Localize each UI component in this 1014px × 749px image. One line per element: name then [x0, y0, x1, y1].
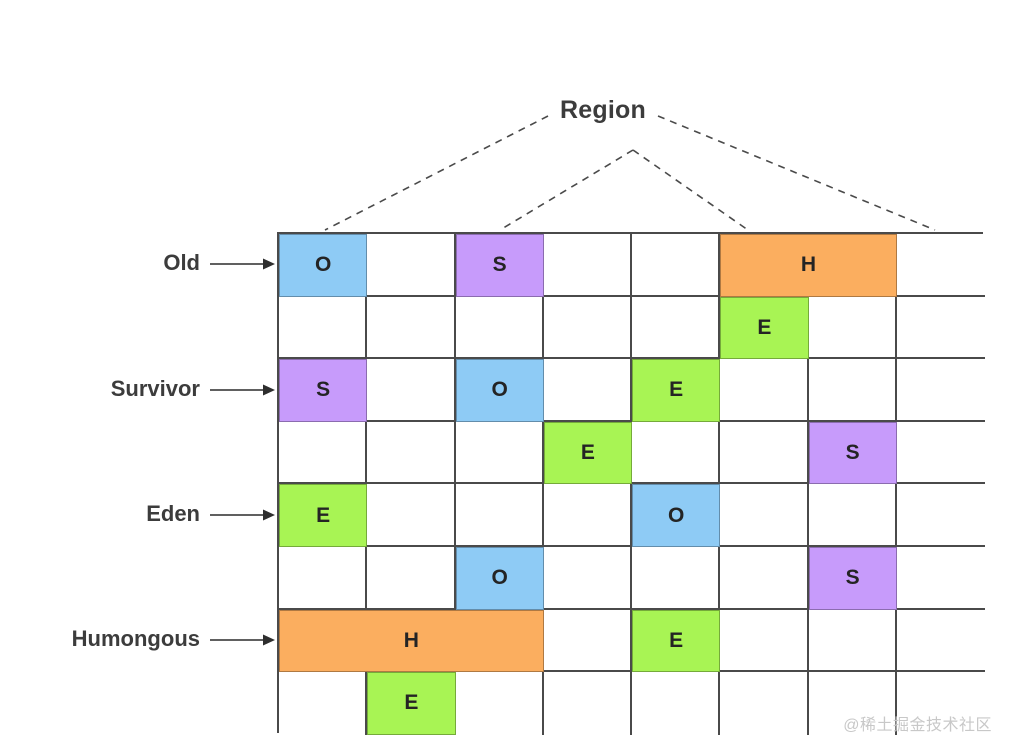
grid-cell: [896, 609, 985, 673]
row-arrow-survivor: [210, 383, 275, 395]
grid-cell: [896, 547, 985, 610]
region-block-eden: E: [720, 296, 809, 360]
grid-cell: [808, 609, 897, 673]
region-block-old: O: [632, 484, 721, 547]
region-title: Region: [560, 96, 646, 124]
grid-cell: [896, 672, 985, 735]
grid-cell: [455, 672, 544, 735]
region-block-survivor: S: [808, 421, 897, 485]
grid-cell: [455, 484, 544, 547]
region-block-survivor: S: [808, 547, 897, 610]
region-block-eden: E: [279, 484, 368, 547]
grid-cell: [896, 484, 985, 547]
row-arrow-humongous: [210, 633, 275, 646]
grid-cell: [543, 359, 632, 422]
region-block-old: O: [455, 547, 544, 610]
grid-cell: [367, 234, 456, 297]
region-block-old: O: [455, 359, 544, 422]
region-block-eden: E: [632, 609, 721, 673]
grid-cell: [896, 234, 985, 297]
grid-cell: [720, 421, 809, 485]
grid-cell: [896, 359, 985, 422]
region-block-survivor: S: [279, 359, 368, 422]
grid-cell: [543, 672, 632, 735]
leader-line: [657, 115, 936, 231]
region-block-humongous: H: [720, 234, 897, 297]
grid-cell: [279, 296, 368, 360]
grid-cell: [367, 484, 456, 547]
grid-cell: [543, 234, 632, 297]
grid-cell: [720, 484, 809, 547]
grid-cell: [367, 296, 456, 360]
region-block-old: O: [279, 234, 368, 297]
grid-cell: [455, 296, 544, 360]
row-arrow-eden: [210, 508, 275, 521]
grid-cell: [632, 234, 721, 297]
region-block-eden: E: [632, 359, 721, 422]
row-arrow-old: [210, 257, 275, 270]
grid-cell: [808, 296, 897, 360]
region-block-eden: E: [367, 672, 456, 735]
row-label-old: Old: [163, 250, 200, 276]
row-label-humongous: Humongous: [71, 625, 200, 651]
grid-cell: [543, 484, 632, 547]
grid-cell: [808, 672, 897, 735]
grid-cell: [543, 609, 632, 673]
row-label-survivor: Survivor: [110, 375, 200, 401]
region-block-eden: E: [543, 421, 632, 485]
region-block-survivor: S: [455, 234, 544, 297]
grid-cell: [632, 296, 721, 360]
grid-cell: [720, 672, 809, 735]
leader-line: [324, 115, 549, 231]
watermark: @稀土掘金技术社区: [843, 717, 992, 734]
grid-cell: [632, 672, 721, 735]
grid-cell: [720, 609, 809, 673]
region-block-humongous: H: [279, 609, 544, 673]
grid-cell: [279, 672, 368, 735]
grid-cell: [632, 421, 721, 485]
leader-line: [499, 149, 634, 231]
grid-cell: [896, 296, 985, 360]
grid-cell: [808, 359, 897, 422]
leader-line: [632, 149, 749, 231]
grid-cell: [543, 547, 632, 610]
grid-cell: [367, 421, 456, 485]
row-label-eden: Eden: [146, 500, 200, 526]
grid-cell: [896, 421, 985, 485]
grid-cell: [279, 421, 368, 485]
grid-cell: [367, 359, 456, 422]
grid-cell: [455, 421, 544, 485]
grid-cell: [632, 547, 721, 610]
grid-cell: [367, 547, 456, 610]
grid-cell: [720, 547, 809, 610]
grid-cell: [543, 296, 632, 360]
grid-cell: [808, 484, 897, 547]
grid-cell: [720, 359, 809, 422]
grid-cell: [279, 547, 368, 610]
